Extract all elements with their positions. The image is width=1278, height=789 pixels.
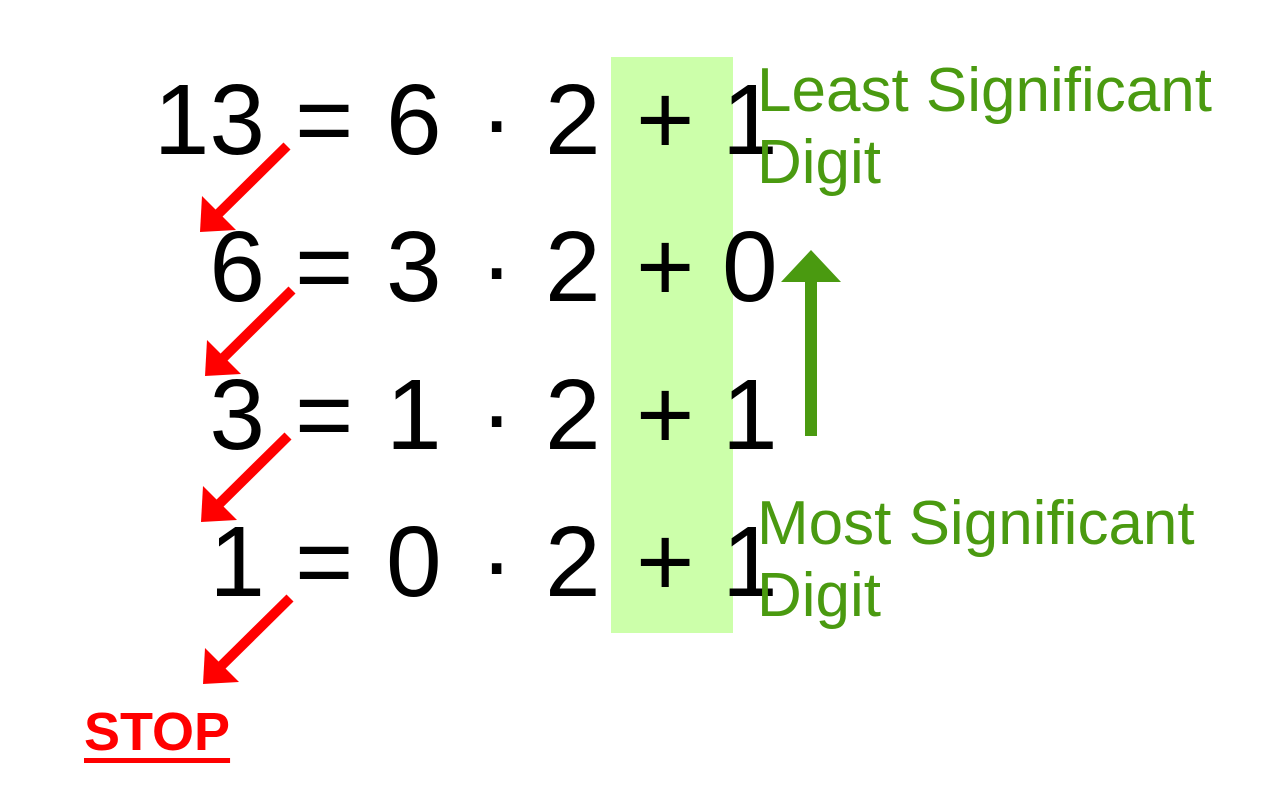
- least-significant-line1: Least Significant: [757, 56, 1212, 125]
- most-significant-line2: Digit: [757, 561, 882, 630]
- equals-sign: =: [295, 506, 354, 618]
- quotient: 6: [386, 64, 442, 176]
- plus-sign: +: [636, 506, 695, 618]
- red-arrow-1: [200, 142, 291, 232]
- equation-row-3: 3 = 1 · 2 + 1: [90, 350, 777, 480]
- quotient: 0: [386, 506, 442, 618]
- stop-label: STOP: [84, 702, 231, 762]
- divisor: 2: [545, 359, 601, 471]
- least-significant-label: Least Significant Digit: [757, 55, 1212, 199]
- least-significant-line2: Digit: [757, 128, 882, 197]
- divisor: 2: [545, 211, 601, 323]
- remainder: 0: [722, 211, 778, 323]
- multiply-dot: ·: [480, 64, 514, 176]
- equation-row-2: 6 = 3 · 2 + 0: [90, 202, 777, 332]
- equation-row-1: 13 = 6 · 2 + 1: [90, 55, 778, 185]
- remainder: 1: [722, 64, 778, 176]
- divisor: 2: [545, 506, 601, 618]
- quotient: 1: [386, 359, 442, 471]
- divisor: 2: [545, 64, 601, 176]
- plus-sign: +: [636, 359, 695, 471]
- multiply-dot: ·: [480, 211, 514, 323]
- red-arrow-2: [205, 286, 296, 376]
- quotient: 3: [386, 211, 442, 323]
- green-up-arrow: [781, 250, 841, 436]
- equals-sign: =: [295, 359, 354, 471]
- dividend: 13: [153, 64, 265, 176]
- remainder: 1: [722, 359, 778, 471]
- dividend: 1: [209, 506, 265, 618]
- equals-sign: =: [295, 64, 354, 176]
- plus-sign: +: [636, 64, 695, 176]
- remainder-highlight-column: [611, 57, 733, 633]
- dividend: 3: [209, 359, 265, 471]
- most-significant-line1: Most Significant: [757, 489, 1195, 558]
- multiply-dot: ·: [480, 359, 514, 471]
- red-arrow-4: [203, 594, 294, 684]
- multiply-dot: ·: [480, 506, 514, 618]
- most-significant-label: Most Significant Digit: [757, 488, 1195, 632]
- remainder: 1: [722, 506, 778, 618]
- equals-sign: =: [295, 211, 354, 323]
- equation-row-4: 1 = 0 · 2 + 1: [90, 497, 777, 627]
- red-arrow-3: [201, 432, 292, 522]
- plus-sign: +: [636, 211, 695, 323]
